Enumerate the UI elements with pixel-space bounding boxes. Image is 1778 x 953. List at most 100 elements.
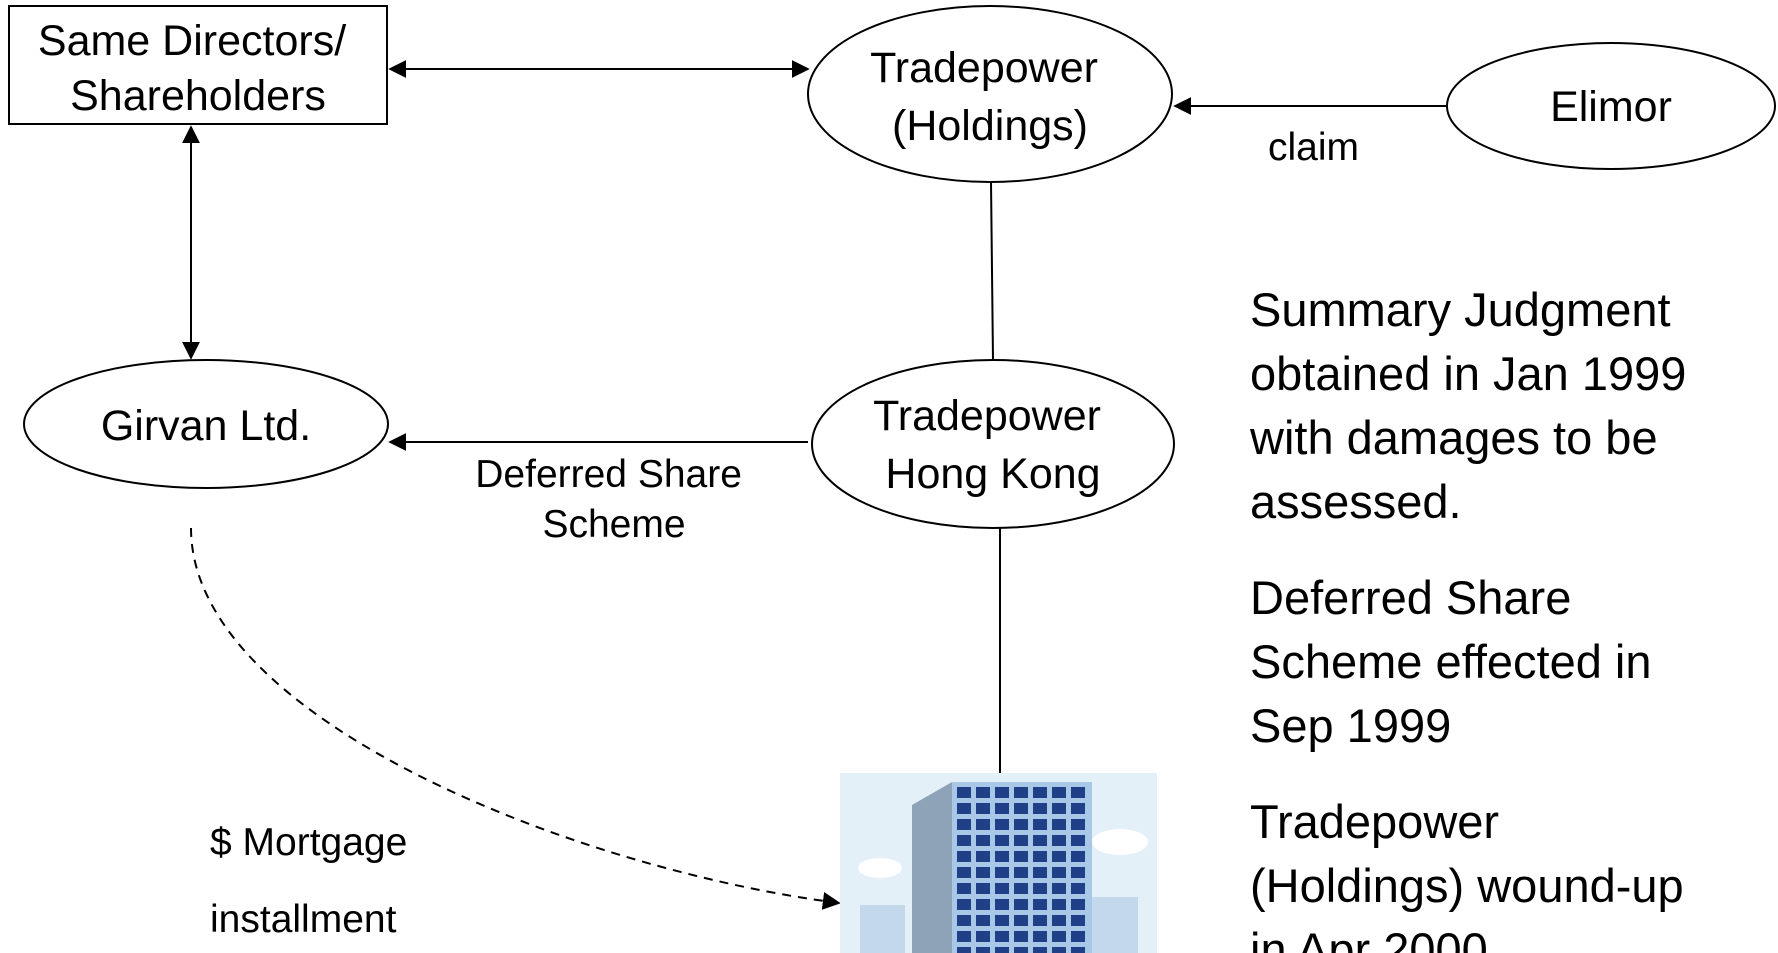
deferred-share-label-line-2: Scheme [542,503,685,546]
building-window [995,883,1009,894]
building-window [976,851,990,862]
building-window [1033,931,1047,942]
building-window [1033,883,1047,894]
building-window [1052,835,1066,846]
mortgage-label: $ Mortgage installment [210,821,418,941]
building-window [957,819,971,830]
note-wound-up-line-1: Tradepower [1250,795,1499,848]
building-window [957,947,971,953]
note-summary-line-2: obtained in Jan 1999 [1250,347,1686,400]
building-window [995,915,1009,926]
svg-text:Same Directors/ Sharehol: Same Directors/ Shareholders [38,17,358,120]
building-window [995,787,1009,798]
building-window [1033,851,1047,862]
building-window [1014,787,1028,798]
building-window [957,899,971,910]
building-window [1071,803,1085,814]
deferred-share-label: Deferred Share Scheme [475,453,752,546]
building-window [976,835,990,846]
mortgage-label-line-2: installment [210,898,397,941]
svg-text:Tradepower Hong Kong: Tradepower Hong Kong [873,392,1113,498]
building-window [1014,883,1028,894]
building-window [995,851,1009,862]
building-window [1014,867,1028,878]
building-window [957,931,971,942]
note-summary-line-4: assessed. [1250,475,1462,528]
note-deferred-share: Deferred Share Scheme effected in Sep 19… [1250,571,1665,752]
building-window [1033,819,1047,830]
building-window [1014,899,1028,910]
building-window [1071,915,1085,926]
building-window [1052,931,1066,942]
building-window [1033,915,1047,926]
mortgage-label-line-1: $ Mortgage [210,821,407,864]
building-window [957,867,971,878]
building-window [957,915,971,926]
building-window [995,899,1009,910]
cloud-shape [858,858,902,878]
node-girvan: Girvan Ltd. [23,359,389,489]
building-side-wall [912,782,952,953]
cloud-shape [1092,829,1148,855]
building-window [1052,787,1066,798]
building-window [1052,867,1066,878]
note-deferred-line-2: Scheme effected in [1250,635,1652,688]
background-tower [860,905,905,953]
note-deferred-line-1: Deferred Share [1250,571,1571,624]
building-window [1071,931,1085,942]
node-same-directors-line-2: Shareholders [70,72,326,120]
building-window [1014,931,1028,942]
claim-label: claim [1268,126,1359,169]
node-hk-line-1: Tradepower [873,392,1101,440]
building-window [1014,915,1028,926]
node-hk-line-2: Hong Kong [885,450,1100,498]
building-window [976,883,990,894]
building-window [1033,899,1047,910]
mortgage-dashed-arrow [190,527,841,910]
building-window [957,883,971,894]
building-window [1052,947,1066,953]
building-window [976,931,990,942]
building-window [976,803,990,814]
node-holdings-line-2: (Holdings) [892,102,1088,150]
building-window [1014,851,1028,862]
building-window [957,803,971,814]
office-building-icon [840,773,1157,953]
building-window [995,867,1009,878]
building-window [1033,787,1047,798]
building-window [1071,899,1085,910]
building-window [1033,947,1047,953]
note-wound-up: Tradepower (Holdings) wound-up in Apr 20… [1250,795,1697,953]
building-window [995,931,1009,942]
building-window [976,787,990,798]
building-window [995,819,1009,830]
building-window [957,851,971,862]
building-window [976,899,990,910]
building-window [1071,883,1085,894]
deferred-share-label-line-1: Deferred Share [475,453,742,496]
building-window [995,947,1009,953]
building-window [1033,835,1047,846]
building-window [976,915,990,926]
building-window [1071,835,1085,846]
building-window [957,787,971,798]
note-summary-judgment: Summary Judgment obtained in Jan 1999 wi… [1249,283,1700,528]
building-window [1071,947,1085,953]
building-window [1014,947,1028,953]
building-window [957,835,971,846]
building-window [976,947,990,953]
building-window [1014,835,1028,846]
building-window-grid [957,787,1085,953]
note-deferred-line-3: Sep 1999 [1250,699,1451,752]
building-window [1052,819,1066,830]
building-window [1071,787,1085,798]
building-window [1052,851,1066,862]
building-window [1014,819,1028,830]
note-summary-line-3: with damages to be [1249,411,1658,464]
note-summary-line-1: Summary Judgment [1250,283,1671,336]
building-window [1052,883,1066,894]
building-window [995,803,1009,814]
building-window [1071,851,1085,862]
svg-text:Tradepower (Holdings): Tradepower (Holdings) [870,44,1110,150]
